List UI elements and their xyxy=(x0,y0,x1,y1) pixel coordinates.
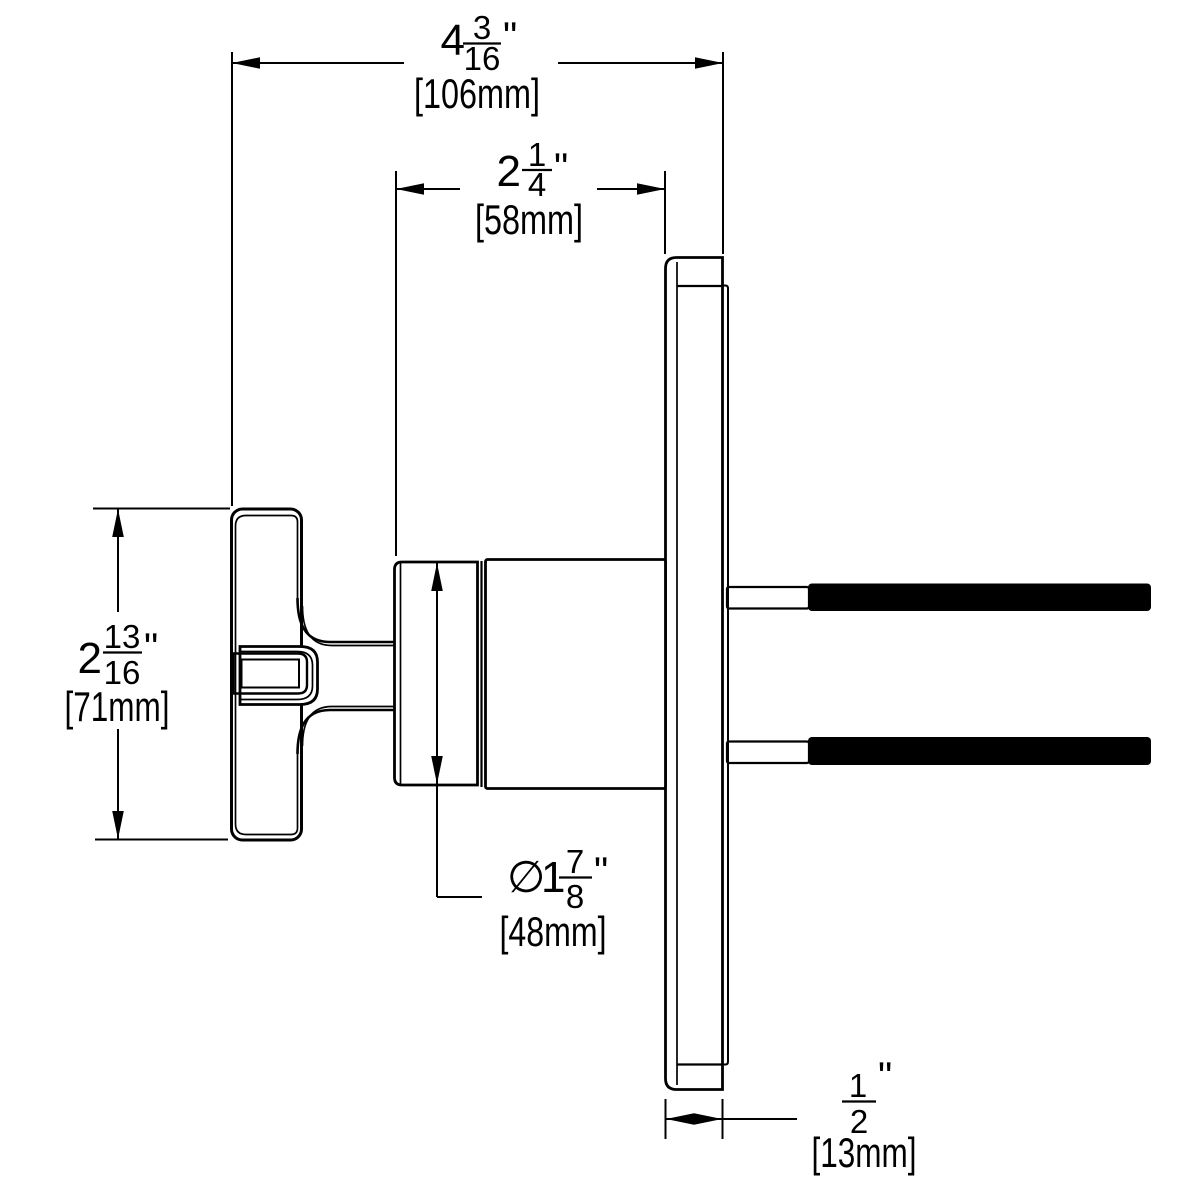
bottom-rod-thread xyxy=(808,737,1151,765)
overall-whole: 4 xyxy=(441,16,465,65)
arrow-diameter-up xyxy=(431,563,443,591)
wall-plate xyxy=(664,256,729,1091)
plate-back-gasket xyxy=(721,284,729,1066)
projection-inch-mark: " xyxy=(554,146,568,190)
plate-inch-mark: " xyxy=(878,1055,892,1099)
mounting-rods xyxy=(725,583,1151,765)
arrow-projection-right xyxy=(637,183,665,195)
overall-denominator: 16 xyxy=(464,40,501,77)
hub-boss-inner xyxy=(240,658,300,689)
top-rod-thread xyxy=(808,583,1151,611)
label-projection-depth: 2 1 4 " [58mm] xyxy=(475,136,583,243)
hub-boss xyxy=(232,652,309,695)
plate-numerator: 1 xyxy=(849,1067,867,1104)
arrow-projection-left xyxy=(396,183,424,195)
diameter-symbol: ∅ xyxy=(507,853,545,902)
diameter-inch-mark: " xyxy=(594,850,608,894)
handle-inch-mark: " xyxy=(144,626,158,670)
overall-numerator: 3 xyxy=(473,9,491,46)
diameter-dimension xyxy=(436,563,482,898)
handle-whole: 2 xyxy=(78,634,102,683)
arrow-plate-thickness-left xyxy=(666,1113,694,1125)
stem-top-outer xyxy=(296,597,394,644)
plate-denominator: 2 xyxy=(850,1103,868,1140)
arrow-handle-down xyxy=(112,811,124,839)
arrow-overall-right xyxy=(695,57,723,69)
arrow-handle-up xyxy=(112,509,124,537)
handle-bar-inner-top xyxy=(234,514,299,598)
projection-denominator: 4 xyxy=(528,166,546,203)
diameter-numerator: 7 xyxy=(566,843,584,880)
plate-outline xyxy=(664,256,724,1091)
cylinder-outline xyxy=(484,558,667,790)
handle-hub-inner xyxy=(240,650,314,701)
label-plate-thickness: 1 2 " [13mm] xyxy=(812,1055,917,1176)
diameter-denominator: 8 xyxy=(566,878,584,915)
arrow-diameter-down xyxy=(431,756,443,784)
overall-metric: [106mm] xyxy=(414,70,540,117)
label-handle-height: 2 13 16 " [71mm] xyxy=(65,618,170,730)
stem-bottom-inner xyxy=(301,705,394,747)
stem-top-inner xyxy=(301,605,394,647)
top-rod-shank xyxy=(725,585,811,610)
stem-bottom-outer xyxy=(296,708,394,755)
dimension-labels: 4 3 16 " [106mm] 2 1 4 " [58mm] 2 13 16 … xyxy=(65,9,917,1176)
dimension-arrowheads xyxy=(112,57,723,1125)
t-handle xyxy=(230,507,394,842)
handle-denominator: 16 xyxy=(104,654,141,691)
projection-whole: 2 xyxy=(497,147,521,196)
label-overall-width: 4 3 16 " [106mm] xyxy=(414,9,540,117)
overall-inch-mark: " xyxy=(503,15,517,59)
arrow-overall-left xyxy=(232,57,260,69)
projection-numerator: 1 xyxy=(528,136,546,173)
arrow-plate-thickness-right xyxy=(694,1113,722,1125)
bottom-rod-shank xyxy=(725,740,811,765)
handle-bar-inner-bottom xyxy=(234,754,299,836)
label-trim-diameter: ∅ 1 7 8 " [48mm] xyxy=(500,843,609,955)
trim-body xyxy=(393,558,667,790)
handle-numerator: 13 xyxy=(104,618,141,655)
handle-metric: [71mm] xyxy=(65,683,170,730)
plate-metric: [13mm] xyxy=(812,1129,917,1176)
diameter-metric: [48mm] xyxy=(500,908,607,955)
projection-metric: [58mm] xyxy=(475,196,583,243)
